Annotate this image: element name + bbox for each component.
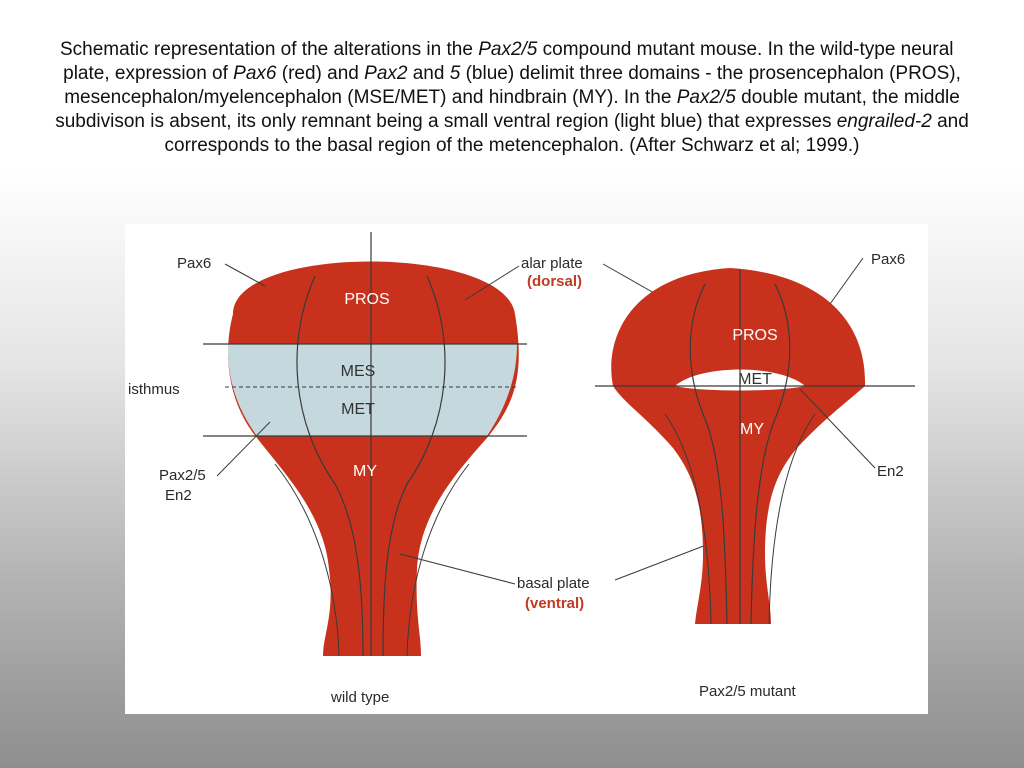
wt-inner-curve-right	[382, 275, 446, 657]
wt-neural-plate	[228, 261, 519, 656]
isthmus-label: isthmus	[128, 381, 180, 398]
wild-type-diagram: PROS MES MET MY Pax6 isthmus Pax2/5 En2 …	[128, 232, 527, 706]
caption-text: Schematic representation of the alterati…	[59, 39, 479, 60]
wt-mes-label: MES	[341, 363, 376, 380]
caption-text: (blue) delimit three domains - the prose…	[64, 63, 961, 108]
pax25-label: Pax2/5	[159, 467, 206, 484]
mutant-neural-plate	[611, 268, 866, 624]
pax6-right-leader	[829, 257, 864, 305]
en2-right-label: En2	[877, 463, 904, 480]
wt-mes-met-band	[227, 344, 517, 436]
mut-my-label: MY	[740, 421, 764, 438]
en2-right-leader	[799, 388, 876, 469]
ventral-label: (ventral)	[525, 595, 584, 612]
caption-text: and	[407, 63, 450, 84]
pax6-left-leader	[224, 263, 266, 287]
caption-gene: 5	[449, 63, 461, 84]
caption-gene: Pax6	[233, 63, 277, 84]
pax6-left-label: Pax6	[177, 255, 211, 272]
caption-gene: Pax2	[364, 63, 408, 84]
wt-met-label: MET	[341, 401, 375, 418]
pax25-leader	[216, 421, 271, 477]
wt-inner-curve-left	[296, 275, 364, 657]
wt-outer-curve-left	[274, 463, 340, 657]
figure-panel: PROS MES MET MY Pax6 isthmus Pax2/5 En2 …	[125, 224, 928, 714]
wt-pros-label: PROS	[344, 291, 389, 308]
dorsal-label: (dorsal)	[527, 273, 582, 290]
caption-text: compound mutant mouse. In the wild-type …	[63, 39, 965, 84]
caption-text: double mutant, the middle subdivison is …	[55, 87, 960, 132]
wild-type-label: wild type	[330, 689, 389, 706]
caption-gene: engrailed-2	[836, 111, 932, 132]
alar-plate-label: alar plate	[521, 255, 583, 272]
basal-leader-left	[399, 553, 516, 585]
caption-text: and corresponds to the basal region of t…	[164, 111, 969, 156]
mut-inner-curve-right	[750, 283, 791, 625]
mut-pros-label: PROS	[732, 327, 777, 344]
mut-outer-curve-left	[664, 413, 712, 625]
mut-met-label: MET	[738, 371, 772, 388]
alar-leader-left	[464, 265, 520, 301]
wt-outer-curve-right	[406, 463, 470, 657]
mut-outer-curve-right	[768, 413, 816, 625]
pax6-right-label: Pax6	[871, 251, 905, 268]
figure-caption: Schematic representation of the alterati…	[40, 38, 984, 158]
wt-my-label: MY	[353, 463, 377, 480]
caption-text: (red) and	[276, 63, 365, 84]
caption-gene: Pax2/5	[478, 39, 538, 60]
en2-left-label: En2	[165, 487, 192, 504]
mutant-diagram: PROS MET MY Pax6 En2 Pax2/5 mutant	[595, 251, 915, 700]
neural-plate-diagram: PROS MES MET MY Pax6 isthmus Pax2/5 En2 …	[128, 232, 915, 706]
mut-inner-curve-left	[689, 283, 728, 625]
mutant-label: Pax2/5 mutant	[699, 683, 797, 700]
basal-plate-label: basal plate	[517, 575, 590, 592]
caption-gene: Pax2/5	[676, 87, 736, 108]
